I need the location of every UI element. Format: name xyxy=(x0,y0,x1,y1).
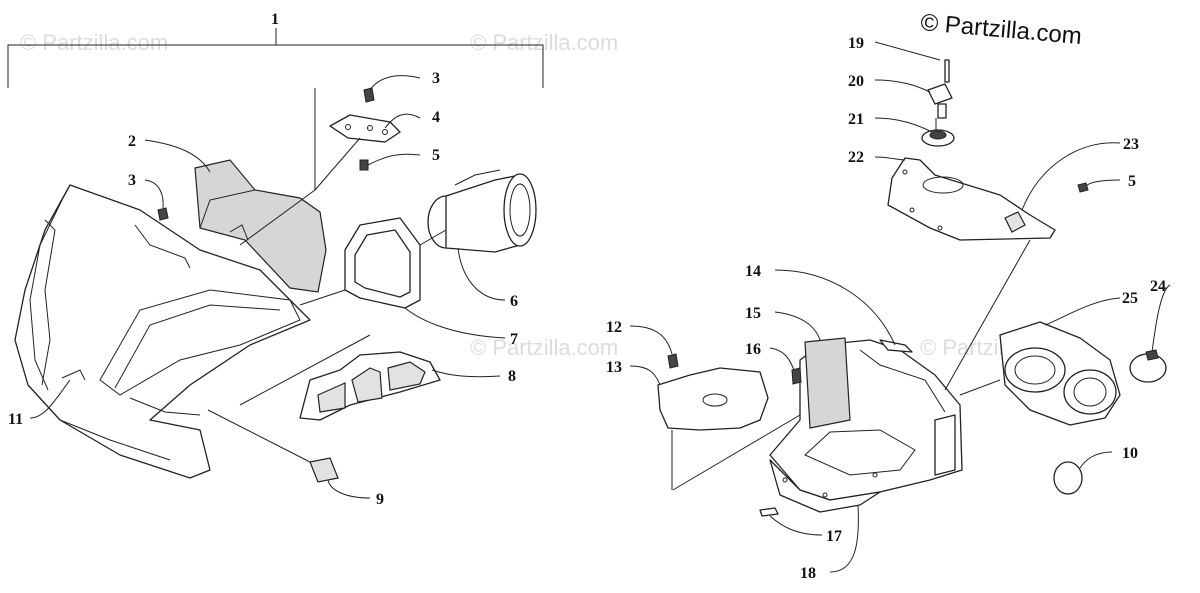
callout-11: 11 xyxy=(8,411,23,428)
coupler-25-part xyxy=(999,321,1121,426)
callout-7: 7 xyxy=(510,331,518,348)
callout-22: 22 xyxy=(848,149,864,166)
clamp-10-part xyxy=(1053,461,1083,495)
callout-10: 10 xyxy=(1122,445,1138,462)
callout-13: 13 xyxy=(606,359,622,376)
bracket-1 xyxy=(7,28,544,88)
callout-9: 9 xyxy=(376,491,384,508)
watermark-2: © Partzilla.com xyxy=(470,30,618,55)
callout-labels: 1 2 3 3 4 5 6 7 8 9 11 12 13 14 15 16 17… xyxy=(8,11,1166,582)
left-leaders xyxy=(29,75,506,499)
foam-block-part xyxy=(194,159,327,293)
plate-13-part xyxy=(657,353,769,431)
callout-5a: 5 xyxy=(432,147,440,164)
callout-17: 17 xyxy=(826,528,842,545)
callout-2: 2 xyxy=(128,133,136,150)
left-construction-lines xyxy=(207,88,447,463)
filter-frame-part xyxy=(344,217,421,309)
callout-6: 6 xyxy=(510,293,518,310)
callout-3b: 3 xyxy=(432,70,440,87)
grommet-21-part xyxy=(921,118,955,147)
callout-19: 19 xyxy=(848,35,864,52)
plate-cluster-part xyxy=(329,87,401,171)
callout-5b: 5 xyxy=(1128,173,1136,190)
watermark-4: © Partzilla.com xyxy=(470,335,618,360)
intake-hood-part xyxy=(14,184,311,479)
bolt-19-part xyxy=(944,59,950,83)
bracket-14-part xyxy=(879,339,913,353)
callout-24: 24 xyxy=(1150,278,1166,295)
right-construction-lines xyxy=(671,239,1031,491)
screen-part xyxy=(299,351,441,421)
screw-5b-part xyxy=(1077,182,1089,193)
mesh-piece-part xyxy=(309,457,339,483)
callout-15: 15 xyxy=(745,305,761,322)
callout-1: 1 xyxy=(271,11,279,28)
watermark-1: © Partzilla.com xyxy=(20,30,168,55)
callout-8: 8 xyxy=(508,368,516,385)
callout-21: 21 xyxy=(848,111,864,128)
copyright-text: © Partzilla.com xyxy=(919,9,1082,50)
callout-3a: 3 xyxy=(128,172,136,189)
clamp-24-part xyxy=(1129,349,1167,383)
callout-23: 23 xyxy=(1123,136,1139,153)
right-leaders xyxy=(629,41,1171,573)
callout-12: 12 xyxy=(606,319,622,336)
foam-15-part xyxy=(804,337,851,429)
callout-14: 14 xyxy=(745,263,761,280)
rivet-17-part xyxy=(759,507,779,517)
housing-18-part xyxy=(769,339,963,513)
clip-3a-part xyxy=(157,207,169,221)
clip-16-part xyxy=(791,367,802,385)
callout-4: 4 xyxy=(432,109,440,126)
watermarks: © Partzilla.com © Partzilla.com © Partzi… xyxy=(20,30,1068,360)
intake-tube-part xyxy=(427,169,537,253)
callout-16: 16 xyxy=(745,341,761,358)
plate-22-part xyxy=(887,157,1056,241)
callout-18: 18 xyxy=(800,565,816,582)
callout-20: 20 xyxy=(848,73,864,90)
callout-25: 25 xyxy=(1122,290,1138,307)
fitting-20-part xyxy=(927,83,953,119)
